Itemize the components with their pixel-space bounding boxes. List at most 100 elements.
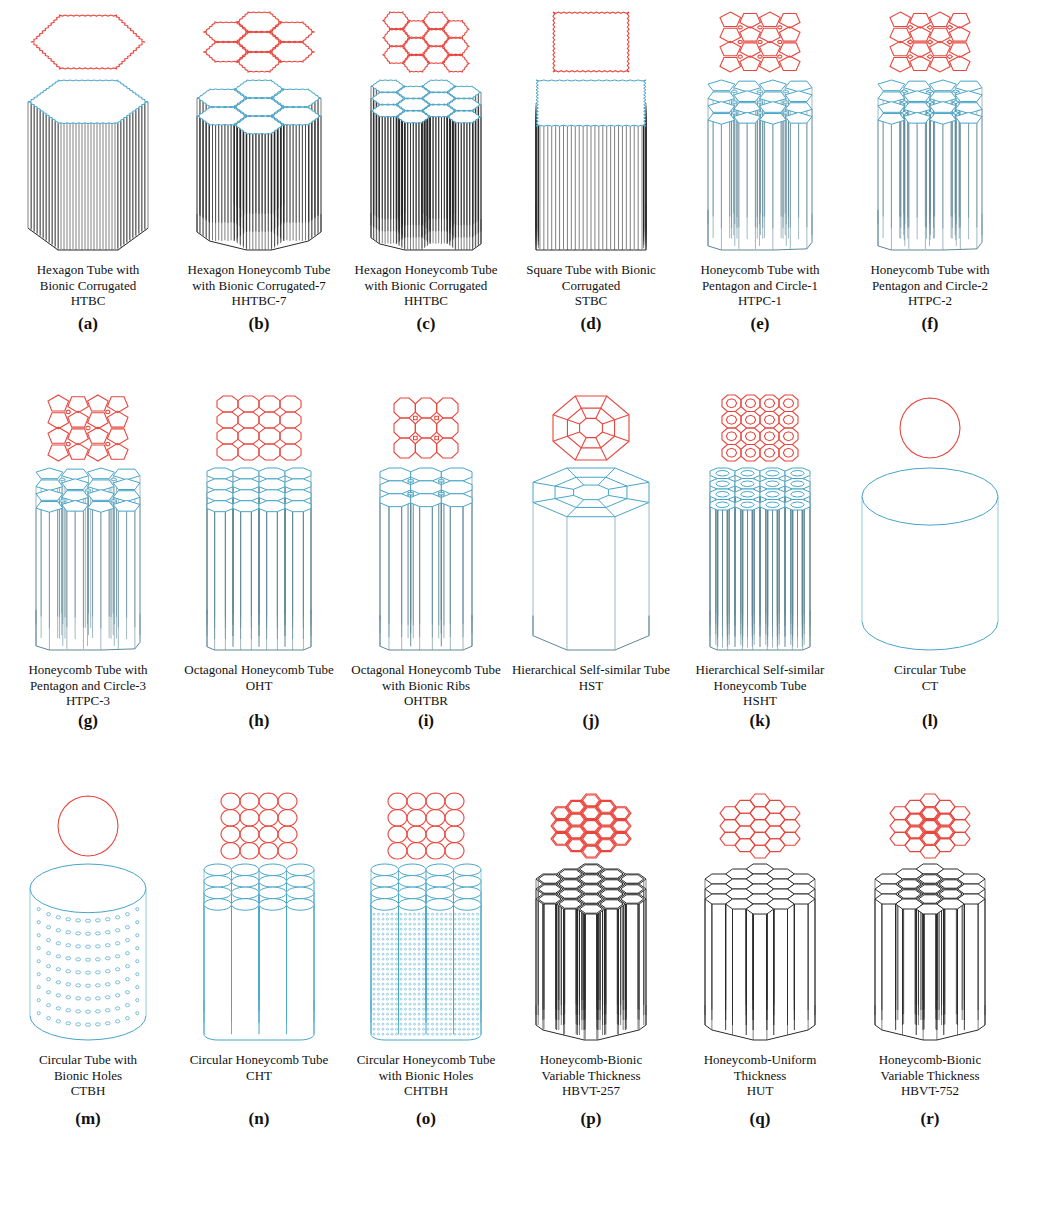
top-outline: [904, 91, 931, 102]
bionic-hole: [418, 953, 420, 955]
top-outline: [878, 92, 905, 103]
bionic-hole: [445, 1018, 447, 1020]
section-outline: [259, 412, 280, 428]
wall-edge: [75, 501, 76, 639]
bionic-hole: [423, 1028, 425, 1030]
section-outline: [394, 398, 415, 418]
wall-edge: [212, 124, 213, 240]
top-outline: [287, 876, 315, 888]
wall-edge: [543, 126, 544, 250]
section-outline: [426, 810, 445, 827]
wall-edge: [926, 113, 927, 239]
top-outline: [28, 80, 148, 124]
top-outline: [741, 481, 755, 487]
wall-edge: [58, 122, 59, 248]
bionic-hole: [409, 993, 411, 995]
wall-edge: [426, 904, 427, 1034]
bionic-hole: [427, 953, 429, 955]
bionic-hole: [432, 963, 434, 965]
bionic-hole: [47, 1017, 51, 1020]
wall-edge: [591, 126, 592, 250]
bionic-hole: [436, 1018, 438, 1020]
wall-edge: [464, 123, 465, 250]
top-outline: [710, 489, 735, 500]
tube-figure: [30, 796, 146, 1040]
bionic-hole: [418, 1023, 420, 1025]
bionic-hole: [391, 998, 393, 1000]
top-outline: [929, 80, 956, 91]
bionic-hole: [436, 998, 438, 1000]
wall-edge: [115, 123, 116, 249]
bionic-hole: [414, 993, 416, 995]
top-outline: [287, 887, 315, 899]
top-outline: [904, 103, 931, 114]
bionic-hole: [400, 988, 402, 990]
bionic-hole: [47, 913, 51, 916]
section-outline: [760, 28, 781, 43]
bionic-hole: [427, 968, 429, 970]
bionic-hole: [76, 1023, 81, 1026]
wall-edge: [121, 121, 122, 247]
wall-edge: [202, 119, 203, 235]
wall-edge: [797, 508, 798, 648]
section-outline: [280, 412, 301, 428]
bionic-hole: [427, 998, 429, 1000]
top-outline: [785, 489, 810, 500]
wall-edge: [461, 123, 462, 250]
bionic-hole: [405, 913, 407, 915]
bionic-hole: [56, 981, 60, 984]
top-outline: [113, 479, 140, 490]
bionic-hole: [432, 1003, 434, 1005]
section-outline: [907, 55, 912, 59]
top-outline: [608, 495, 649, 502]
wall-edge: [806, 123, 807, 249]
top-outline: [760, 489, 785, 500]
wall-edge: [145, 104, 146, 230]
top-outline: [759, 114, 786, 125]
top-face: [30, 864, 146, 913]
bionic-hole: [373, 913, 375, 915]
wall-edge: [224, 124, 225, 240]
top-outline: [741, 491, 755, 497]
bionic-hole: [436, 1023, 438, 1025]
wall-edge: [109, 123, 110, 249]
wall-edge: [798, 113, 799, 239]
wall-edge: [478, 119, 479, 246]
bionic-hole: [418, 963, 420, 965]
wall-edge: [55, 120, 56, 246]
bionic-hole: [373, 923, 375, 925]
wall-edge: [106, 124, 107, 250]
bionic-hole: [427, 1013, 429, 1015]
bionic-hole: [400, 938, 402, 940]
wall-edge: [234, 125, 235, 241]
section-outline: [240, 843, 259, 860]
bionic-hole: [391, 1028, 393, 1030]
wall-edge: [715, 505, 716, 645]
section-outline: [760, 41, 781, 56]
bionic-hole: [414, 1028, 416, 1030]
bionic-hole: [441, 983, 443, 985]
bionic-hole: [423, 988, 425, 990]
wall-edge: [85, 490, 86, 628]
wall-edge: [286, 904, 287, 1034]
top-outline: [735, 479, 760, 490]
wall-edge: [925, 123, 926, 249]
section-outline: [48, 445, 69, 461]
wall-edge: [379, 116, 380, 243]
bionic-hole: [56, 1007, 60, 1010]
bionic-hole: [414, 958, 416, 960]
bionic-hole: [373, 963, 375, 965]
bionic-hole: [432, 923, 434, 925]
bionic-hole: [373, 958, 375, 960]
wall-edge: [231, 904, 232, 1034]
bionic-hole: [418, 1008, 420, 1010]
wall-edge: [118, 511, 119, 649]
bionic-hole: [405, 983, 407, 985]
bionic-hole: [86, 1023, 91, 1026]
bionic-hole: [400, 943, 402, 945]
section-outline: [240, 793, 259, 810]
bionic-hole: [382, 968, 384, 970]
section-outline: [764, 399, 774, 408]
bionic-hole: [427, 1033, 429, 1035]
